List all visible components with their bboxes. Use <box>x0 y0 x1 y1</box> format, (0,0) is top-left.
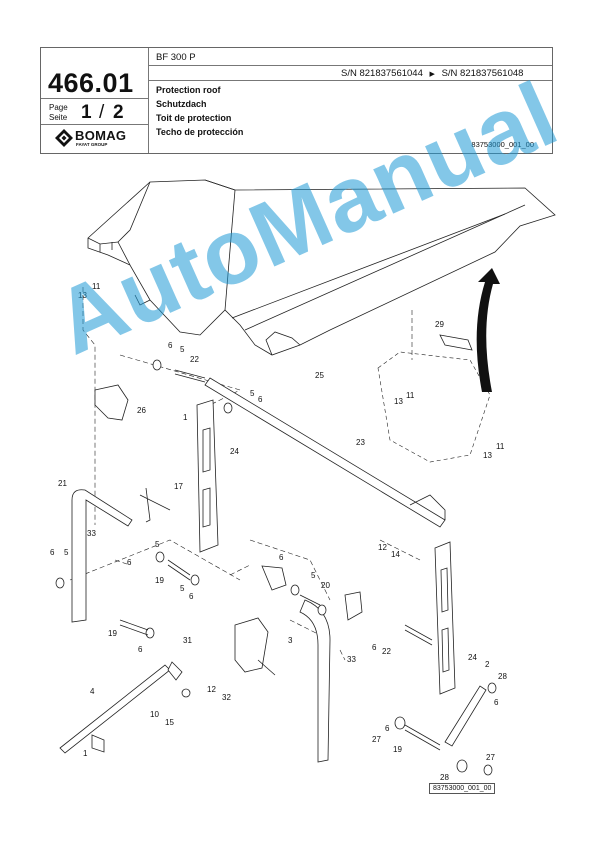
pin-22-upper <box>174 369 206 383</box>
callout-23: 23 <box>356 438 365 447</box>
callout-19: 19 <box>155 576 164 585</box>
callout-6: 6 <box>189 592 194 601</box>
callout-27: 27 <box>486 753 495 762</box>
title-es: Techo de protección <box>156 127 244 137</box>
bomag-logo-icon <box>55 129 73 147</box>
callout-24: 24 <box>230 447 239 456</box>
callout-1: 1 <box>183 413 188 422</box>
callout-6: 6 <box>494 698 499 707</box>
callout-28: 28 <box>498 672 507 681</box>
callout-31: 31 <box>183 636 192 645</box>
page-total: 2 <box>113 102 124 123</box>
callout-22: 22 <box>382 647 391 656</box>
divider-model <box>148 65 552 66</box>
callout-6: 6 <box>127 558 132 567</box>
callout-2: 2 <box>485 660 490 669</box>
callout-6: 6 <box>258 395 263 404</box>
callout-13: 13 <box>78 291 87 300</box>
callout-27: 27 <box>372 735 381 744</box>
callout-5: 5 <box>250 389 255 398</box>
document-id: 83753000_001_00 <box>471 140 534 149</box>
title-en: Protection roof <box>156 85 221 95</box>
protection-roof-part <box>87 179 556 356</box>
callout-5: 5 <box>180 584 185 593</box>
lever-17 <box>139 487 171 523</box>
callout-13: 13 <box>483 451 492 460</box>
callout-11: 11 <box>496 442 505 451</box>
serial-range: S/N 821837561044 ▶ S/N 821837561048 <box>341 68 523 79</box>
page-separator: / <box>99 102 105 123</box>
bracket-26 <box>94 384 129 421</box>
callout-32: 32 <box>222 693 231 702</box>
drawing-reference: 83753000_001_00 <box>429 783 496 794</box>
logo-brand: BOMAG <box>75 128 127 143</box>
callout-14: 14 <box>391 550 400 559</box>
serial-arrow-icon: ▶ <box>429 71 435 78</box>
bomag-logo: BOMAG FAYAT GROUP <box>55 128 143 150</box>
callout-15: 15 <box>165 718 174 727</box>
exploded-parts-diagram: 1 1 2 3 4 5 5 5 5 5 5 6 6 6 6 6 6 6 6 6 … <box>50 179 556 782</box>
up-arrow-icon <box>476 268 500 392</box>
callout-13: 13 <box>394 397 403 406</box>
callout-11: 11 <box>92 282 101 291</box>
callout-20: 20 <box>321 581 330 590</box>
callout-24: 24 <box>468 653 477 662</box>
divider-serial <box>148 80 552 81</box>
divider-logo <box>41 124 148 125</box>
frame-21 <box>71 489 133 623</box>
divider-page <box>41 98 148 99</box>
callout-6: 6 <box>279 553 284 562</box>
callout-6: 6 <box>138 645 143 654</box>
callout-3: 3 <box>288 636 293 645</box>
side-bracket-24-left <box>196 399 219 553</box>
bracket-plate-29 <box>439 334 473 351</box>
seite-label: Seite <box>49 113 68 122</box>
callout-6: 6 <box>372 643 377 652</box>
callout-21: 21 <box>58 479 67 488</box>
callout-6: 6 <box>50 548 55 557</box>
title-fr: Toit de protection <box>156 113 232 123</box>
callout-33: 33 <box>87 529 96 538</box>
small-parts <box>55 359 497 776</box>
mount-outline <box>377 351 491 463</box>
callout-26: 26 <box>137 406 146 415</box>
header-block: 466.01 Page Seite 1 / 2 BOMAG FAYAT GROU… <box>40 47 553 154</box>
page-label: Page <box>49 103 68 112</box>
callout-1: 1 <box>83 749 88 758</box>
callout-11: 11 <box>406 391 415 400</box>
logo-subtitle: FAYAT GROUP <box>76 142 108 147</box>
callout-4: 4 <box>90 687 95 696</box>
callout-5: 5 <box>155 540 160 549</box>
serial-to: S/N 821837561048 <box>441 68 524 79</box>
frame-33 <box>299 599 331 763</box>
callout-33: 33 <box>347 655 356 664</box>
rod-4 <box>59 664 171 754</box>
callout-28: 28 <box>440 773 449 782</box>
callout-10: 10 <box>150 710 159 719</box>
callout-25: 25 <box>315 371 324 380</box>
model-name: BF 300 P <box>156 52 196 63</box>
divider-vertical <box>148 48 149 153</box>
gas-strut-2 <box>444 685 487 747</box>
callout-22: 22 <box>190 355 199 364</box>
callout-17: 17 <box>174 482 183 491</box>
serial-from: S/N 821837561044 <box>341 68 423 79</box>
callout-6: 6 <box>385 724 390 733</box>
title-de: Schutzdach <box>156 99 207 109</box>
callout-6: 6 <box>168 341 173 350</box>
callout-5: 5 <box>311 571 316 580</box>
callout-5: 5 <box>64 548 69 557</box>
page-current: 1 <box>81 102 92 123</box>
callout-5: 5 <box>180 345 185 354</box>
callout-29: 29 <box>435 320 444 329</box>
callout-12: 12 <box>378 543 387 552</box>
lock-3 <box>234 617 269 673</box>
cross-bar-23 <box>204 377 446 528</box>
callout-19: 19 <box>108 629 117 638</box>
page-number: 466.01 <box>48 68 134 98</box>
callout-labels: 1 1 2 3 4 5 5 5 5 5 5 6 6 6 6 6 6 6 6 6 … <box>50 282 507 782</box>
callout-19: 19 <box>393 745 402 754</box>
side-bracket-24-right <box>434 541 456 695</box>
callout-12: 12 <box>207 685 216 694</box>
